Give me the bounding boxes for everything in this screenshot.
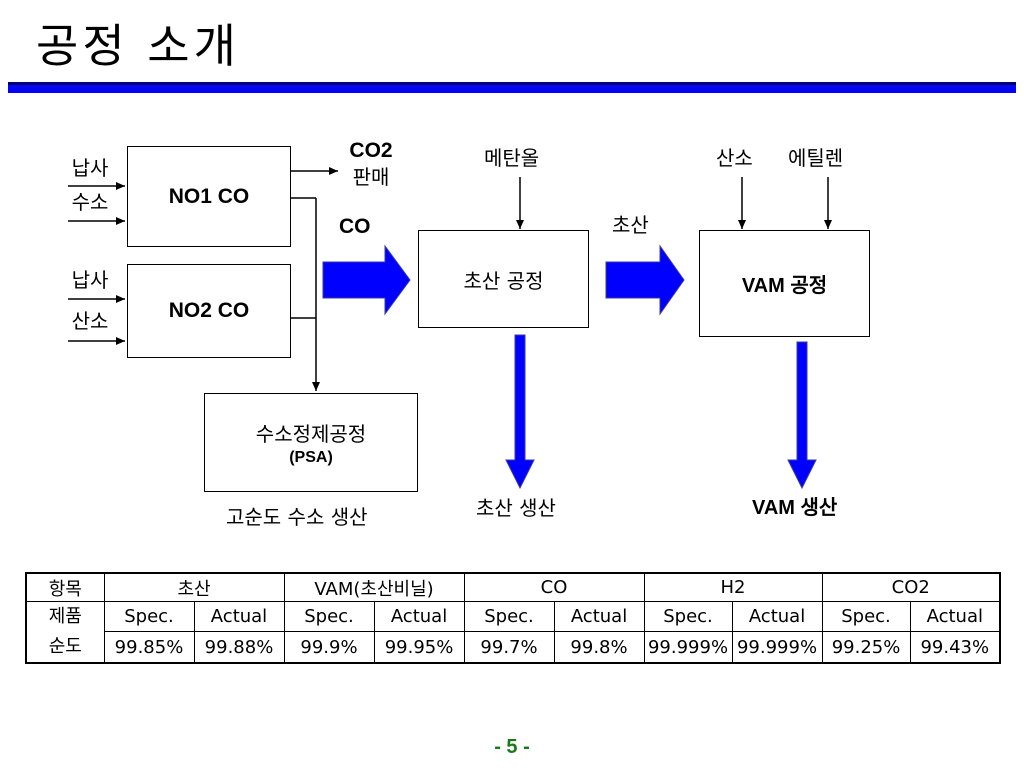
no2-co-label: NO2 CO xyxy=(168,299,250,322)
spec-header-cell: Spec. xyxy=(643,600,733,633)
acetic-spec-cell: 99.85% xyxy=(103,631,195,664)
purity-label-cell: 제품 순도 xyxy=(25,601,105,664)
methanol-label: 메탄올 xyxy=(484,146,540,170)
table-row: 제품 순도 Spec. Actual Spec. Actual Spec. Ac… xyxy=(25,600,1001,664)
input-label-naphtha-1: 납사 xyxy=(71,156,109,180)
co-spec-cell: 99.7% xyxy=(463,631,555,664)
no1-co-box: NO1 CO xyxy=(127,146,291,247)
purity-table: 항목 초산 VAM(초산비닐) CO H2 CO2 제품 순도 Spec. Ac… xyxy=(25,572,1002,664)
vam-process-label: VAM 공정 xyxy=(741,275,828,297)
table-row: 99.85% 99.88% 99.9% 99.95% 99.7% 99.8% 9… xyxy=(26,631,1001,664)
psa-box-subtitle: (PSA) xyxy=(289,449,333,466)
co-label: CO xyxy=(339,215,371,238)
h2-spec-cell: 99.999% xyxy=(643,631,733,664)
vam-output-label: VAM 생산 xyxy=(752,497,838,519)
input-label-naphtha-2: 납사 xyxy=(71,268,109,292)
no1-co-label: NO1 CO xyxy=(168,184,250,208)
actual-header-cell: Actual xyxy=(731,600,823,633)
product-header-vam: VAM(초산비닐) xyxy=(283,572,465,602)
co2-sale-label: 판매 xyxy=(352,165,390,189)
ethylene-label: 에틸렌 xyxy=(788,146,844,170)
acetic-actual-cell: 99.88% xyxy=(193,631,285,664)
psa-box: 수소정제공정 (PSA) xyxy=(204,393,418,492)
input-label-oxygen: 산소 xyxy=(71,309,109,333)
vam-process-box: VAM 공정 xyxy=(699,230,870,337)
acetic-arrow-label: 초산 xyxy=(612,213,649,237)
product-header-co2: CO2 xyxy=(821,572,1001,602)
co2-spec-cell: 99.25% xyxy=(821,631,911,664)
acetic-process-label: 초산 공정 xyxy=(463,269,544,293)
acetic-process-box: 초산 공정 xyxy=(418,230,589,328)
actual-header-cell: Actual xyxy=(193,600,285,633)
acetic-output-label: 초산 생산 xyxy=(476,496,556,520)
purity-label-line2: 순도 xyxy=(48,636,82,657)
co2-label: CO2 xyxy=(349,139,393,162)
acetic-flow-arrow xyxy=(605,244,685,316)
spec-header-cell: Spec. xyxy=(103,600,195,633)
actual-header-cell: Actual xyxy=(553,600,645,633)
purity-label-line1: 제품 xyxy=(48,606,82,627)
psa-output-label: 고순도 수소 생산 xyxy=(226,505,368,529)
actual-header-cell: Actual xyxy=(373,600,465,633)
psa-box-title: 수소정제공정 xyxy=(255,422,367,446)
page-title: 공정 소개 xyxy=(36,19,240,73)
item-header-cell: 항목 xyxy=(25,572,105,602)
oxygen-label: 산소 xyxy=(716,146,753,170)
product-header-h2: H2 xyxy=(643,572,823,602)
co-actual-cell: 99.8% xyxy=(553,631,645,664)
vam-spec-cell: 99.9% xyxy=(283,631,375,664)
spec-header-cell: Spec. xyxy=(821,600,911,633)
process-flow-diagram xyxy=(68,167,832,490)
co-flow-arrow xyxy=(322,244,411,316)
product-header-acetic: 초산 xyxy=(103,572,285,602)
title-underline-bar xyxy=(8,82,1016,93)
no2-co-box: NO2 CO xyxy=(127,264,291,358)
vam-output-arrow xyxy=(787,341,817,490)
table-header-row: 항목 초산 VAM(초산비닐) CO H2 CO2 xyxy=(25,572,1001,602)
vam-actual-cell: 99.95% xyxy=(373,631,465,664)
input-label-hydrogen: 수소 xyxy=(71,190,109,214)
product-header-co: CO xyxy=(463,572,645,602)
co2-actual-cell: 99.43% xyxy=(909,631,1001,664)
spec-header-cell: Spec. xyxy=(283,600,375,633)
page-number: - 5 - xyxy=(494,736,530,758)
h2-actual-cell: 99.999% xyxy=(731,631,823,664)
spec-header-cell: Spec. xyxy=(463,600,555,633)
actual-header-cell: Actual xyxy=(909,600,1001,633)
acetic-output-arrow xyxy=(505,334,535,490)
